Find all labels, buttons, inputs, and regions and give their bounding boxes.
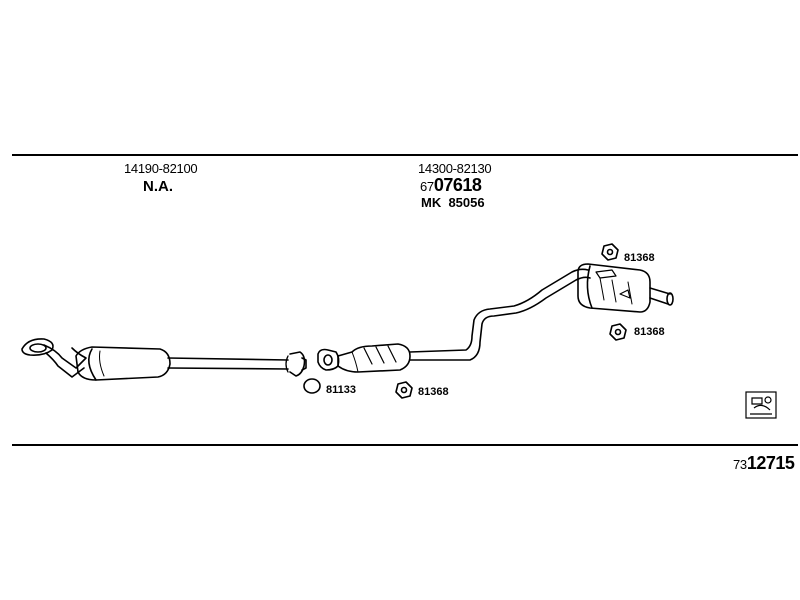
hanger-top-icon [601, 243, 619, 261]
hanger-center-icon [395, 381, 413, 399]
hanger-center-label: 81368 [418, 386, 449, 398]
hanger-bottom-label: 81368 [634, 326, 665, 338]
catalog-logo-icon [745, 391, 777, 419]
hanger-top-label: 81368 [624, 252, 655, 264]
footer-code-prefix: 73 [733, 457, 747, 472]
rear-pipe [409, 268, 591, 361]
center-flange-icon [317, 348, 340, 371]
rear-code-main: 07618 [433, 175, 482, 195]
intermediate-pipe [167, 355, 289, 373]
footer-code: 7312715 [733, 453, 795, 473]
footer-code-main: 12715 [746, 453, 795, 473]
rear-code: 6707618 [420, 175, 482, 195]
front-status: N.A. [143, 178, 173, 195]
gasket-ring-icon [303, 378, 321, 394]
front-part-number: 14190-82100 [124, 161, 198, 176]
rear-part-number: 14300-82130 [418, 161, 492, 176]
gasket-label: 81133 [326, 384, 356, 396]
tail-pipe [649, 287, 674, 306]
rear-muffler [577, 263, 651, 313]
top-rule [12, 154, 798, 156]
rear-mk-prefix: MK [421, 195, 442, 210]
front-pipe [43, 344, 87, 378]
center-muffler [337, 343, 411, 373]
rear-mk-code: MK 85056 [421, 196, 485, 209]
front-muffler [75, 346, 171, 381]
hanger-bottom-icon [609, 323, 627, 341]
rear-code-prefix: 67 [420, 179, 434, 194]
rear-mk-number: 85056 [448, 195, 485, 210]
mid-flange-icon [289, 351, 307, 377]
bottom-rule [12, 444, 798, 446]
